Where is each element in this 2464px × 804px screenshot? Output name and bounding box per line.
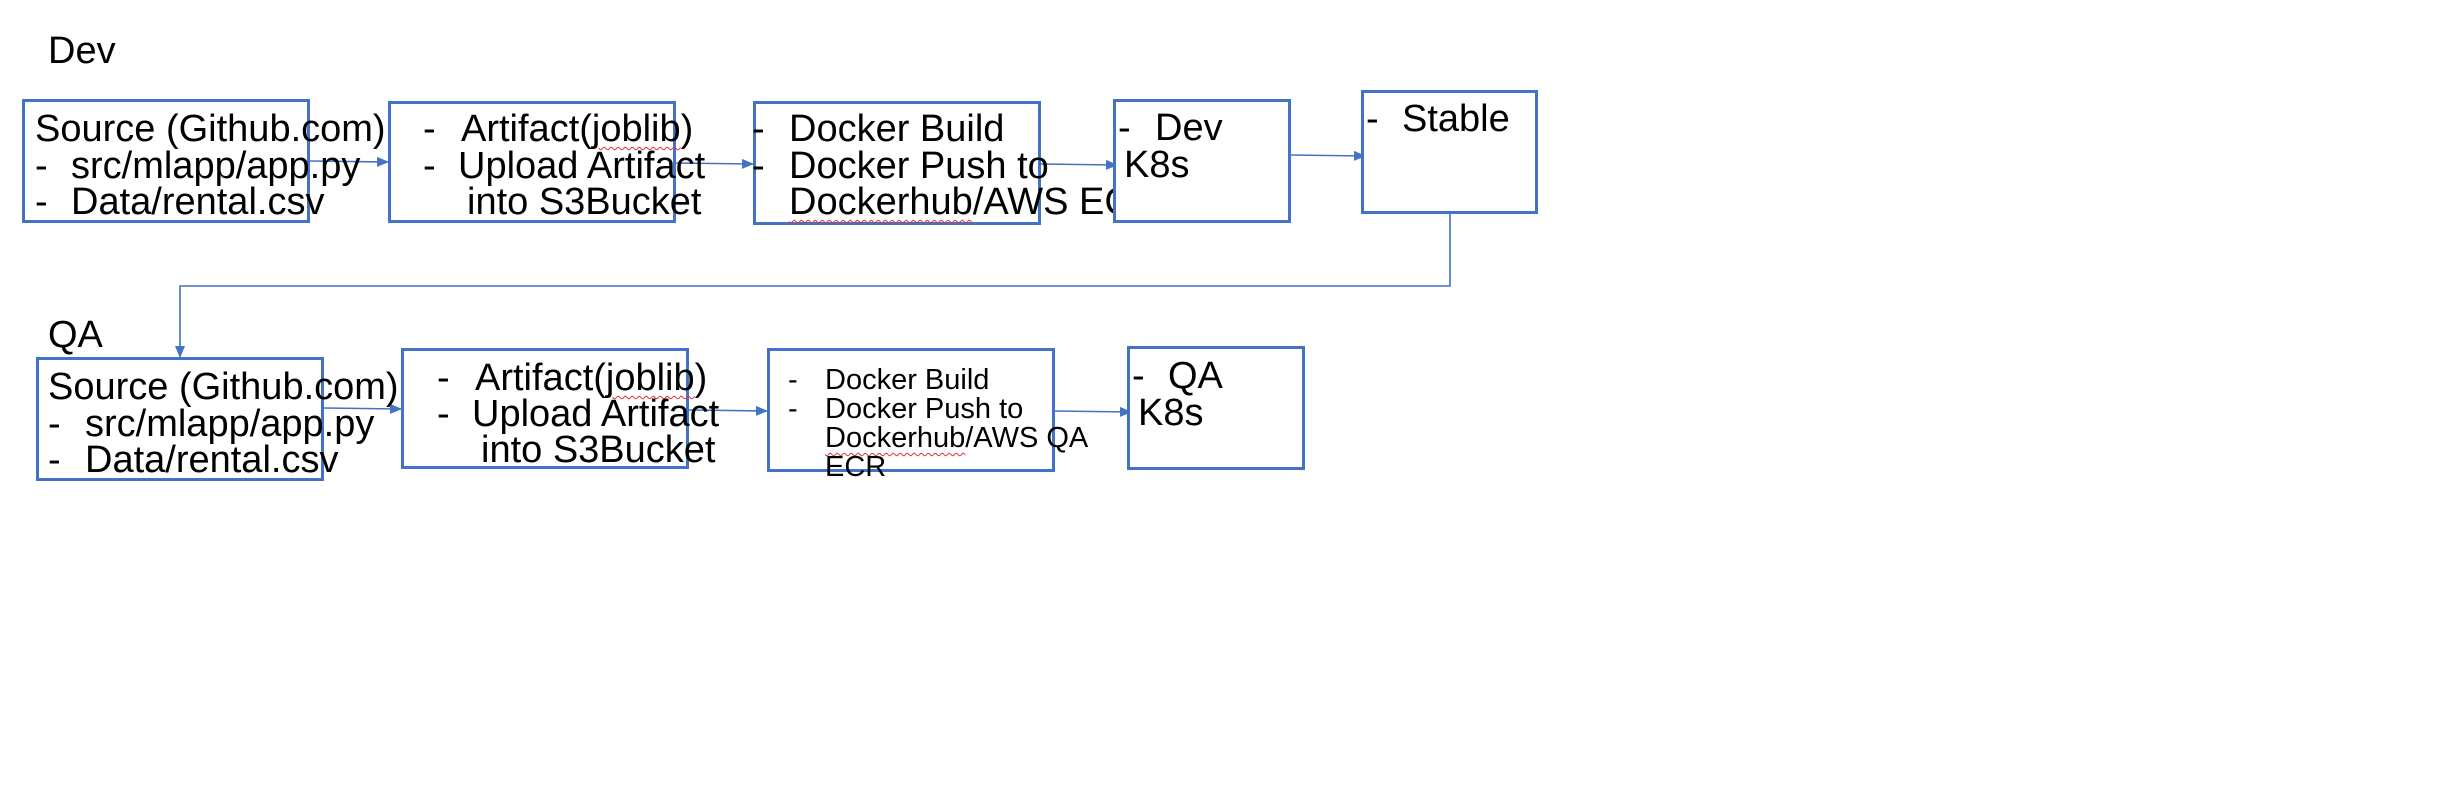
text-segment: /AWS QA <box>965 422 1089 454</box>
spellcheck-word: joblib <box>591 108 681 150</box>
text-segment: Source (Github.com) <box>48 366 399 408</box>
text-segment: Docker Build <box>825 364 990 396</box>
spellcheck-word: Dockerhub <box>789 181 973 223</box>
text-segment: K8s <box>1124 144 1190 186</box>
connector-arrow-dev-k8s-to-dev-stable <box>1290 150 1366 161</box>
node-text-line: Stable <box>1402 96 1510 142</box>
text-segment: src/mlapp/app.py <box>85 403 375 445</box>
connector-arrow-dev-docker-to-dev-k8s <box>1040 159 1118 170</box>
node-text-line: Docker Build <box>789 106 1004 152</box>
node-text-line: Data/rental.csv <box>85 437 338 483</box>
bullet-dash: - <box>788 364 798 396</box>
text-segment: Upload Artifact <box>472 393 720 435</box>
text-segment: ) <box>694 357 708 399</box>
node-text-line: Source (Github.com) <box>48 364 399 410</box>
text-segment: Docker Push to <box>825 393 1024 425</box>
text-segment: ECR <box>825 451 887 483</box>
text-segment: K8s <box>1138 392 1204 434</box>
node-text-line: Dockerhub/AWS ECR <box>789 179 1159 225</box>
connector-arrow-qa-artifact-to-qa-docker <box>688 405 768 416</box>
node-text-line: Upload Artifact <box>472 391 719 437</box>
bullet-dash: - <box>752 145 765 187</box>
text-segment: Data/rental.csv <box>71 181 325 223</box>
node-text-line: QA <box>1168 353 1223 399</box>
text-segment: Artifact( <box>461 108 592 150</box>
node-text-line: Docker Push to <box>789 143 1049 189</box>
node-text-line: Artifact(joblib) <box>475 355 707 401</box>
node-text-line: into S3Bucket <box>481 427 715 473</box>
spellcheck-word: Dockerhub <box>825 422 966 454</box>
node-text-line: Data/rental.csv <box>71 179 324 225</box>
bullet-dash: - <box>1366 98 1379 140</box>
node-text-line: src/mlapp/app.py <box>71 143 360 189</box>
text-segment: Source (Github.com) <box>35 108 386 150</box>
node-text-line: into S3Bucket <box>467 179 701 225</box>
node-text-line: Docker Build <box>825 362 989 398</box>
text-segment: Upload Artifact <box>458 145 706 187</box>
bullet-dash: - <box>1118 107 1131 149</box>
dev-k8s-box[interactable] <box>1113 99 1291 223</box>
bullet-dash: - <box>437 357 450 399</box>
text-segment: into S3Bucket <box>467 181 702 223</box>
bullet-dash: - <box>35 145 48 187</box>
text-segment: src/mlapp/app.py <box>71 145 361 187</box>
text-segment: Docker Build <box>789 108 1005 150</box>
bullet-dash: - <box>48 439 61 481</box>
node-text-line: ECR <box>825 449 886 485</box>
node-text-line: Upload Artifact <box>458 143 705 189</box>
bullet-dash: - <box>1132 355 1145 397</box>
bullet-dash: - <box>437 393 450 435</box>
dev-artifact-box[interactable] <box>388 101 676 223</box>
connector-arrow-dev-artifact-to-dev-docker <box>675 158 754 169</box>
bullet-dash: - <box>35 181 48 223</box>
connector-arrow-qa-docker-to-qa-k8s <box>1054 406 1132 417</box>
text-segment: Docker Push to <box>789 145 1049 187</box>
section-label: QA <box>48 314 103 356</box>
qa-docker-box[interactable] <box>767 348 1055 472</box>
qa-artifact-box[interactable] <box>401 348 689 469</box>
node-text-line: src/mlapp/app.py <box>85 401 374 447</box>
qa-source-box[interactable] <box>36 357 324 481</box>
spellcheck-word: joblib <box>605 357 695 399</box>
dev-source-box[interactable] <box>22 99 310 223</box>
connector-arrow-dev-stable-to-qa-source <box>175 214 1451 358</box>
text-segment: Stable <box>1402 98 1510 140</box>
bullet-dash: - <box>752 108 765 150</box>
dev-docker-box[interactable] <box>753 101 1041 225</box>
bullet-dash: - <box>423 108 436 150</box>
node-text-line: Dev <box>1155 105 1223 151</box>
node-text-line: Source (Github.com) <box>35 106 386 152</box>
section-label: Dev <box>48 30 116 72</box>
text-segment: Artifact( <box>475 357 606 399</box>
bullet-dash: - <box>423 145 436 187</box>
text-segment: into S3Bucket <box>481 429 716 471</box>
node-text-line: K8s <box>1138 390 1203 436</box>
node-text-line: Docker Push to <box>825 391 1023 427</box>
text-segment: ) <box>680 108 694 150</box>
qa-k8s-box[interactable] <box>1127 346 1305 470</box>
bullet-dash: - <box>788 393 798 425</box>
connector-arrow-dev-source-to-dev-artifact <box>309 156 389 167</box>
text-segment: Data/rental.csv <box>85 439 339 481</box>
connector-arrow-qa-source-to-qa-artifact <box>323 403 402 414</box>
text-segment: QA <box>1168 355 1223 397</box>
dev-stable-box[interactable] <box>1361 90 1538 214</box>
node-text-line: K8s <box>1124 142 1189 188</box>
node-text-line: Dockerhub/AWS QA <box>825 420 1088 456</box>
bullet-dash: - <box>48 403 61 445</box>
node-text-line: Artifact(joblib) <box>461 106 693 152</box>
text-segment: Dev <box>1155 107 1223 149</box>
